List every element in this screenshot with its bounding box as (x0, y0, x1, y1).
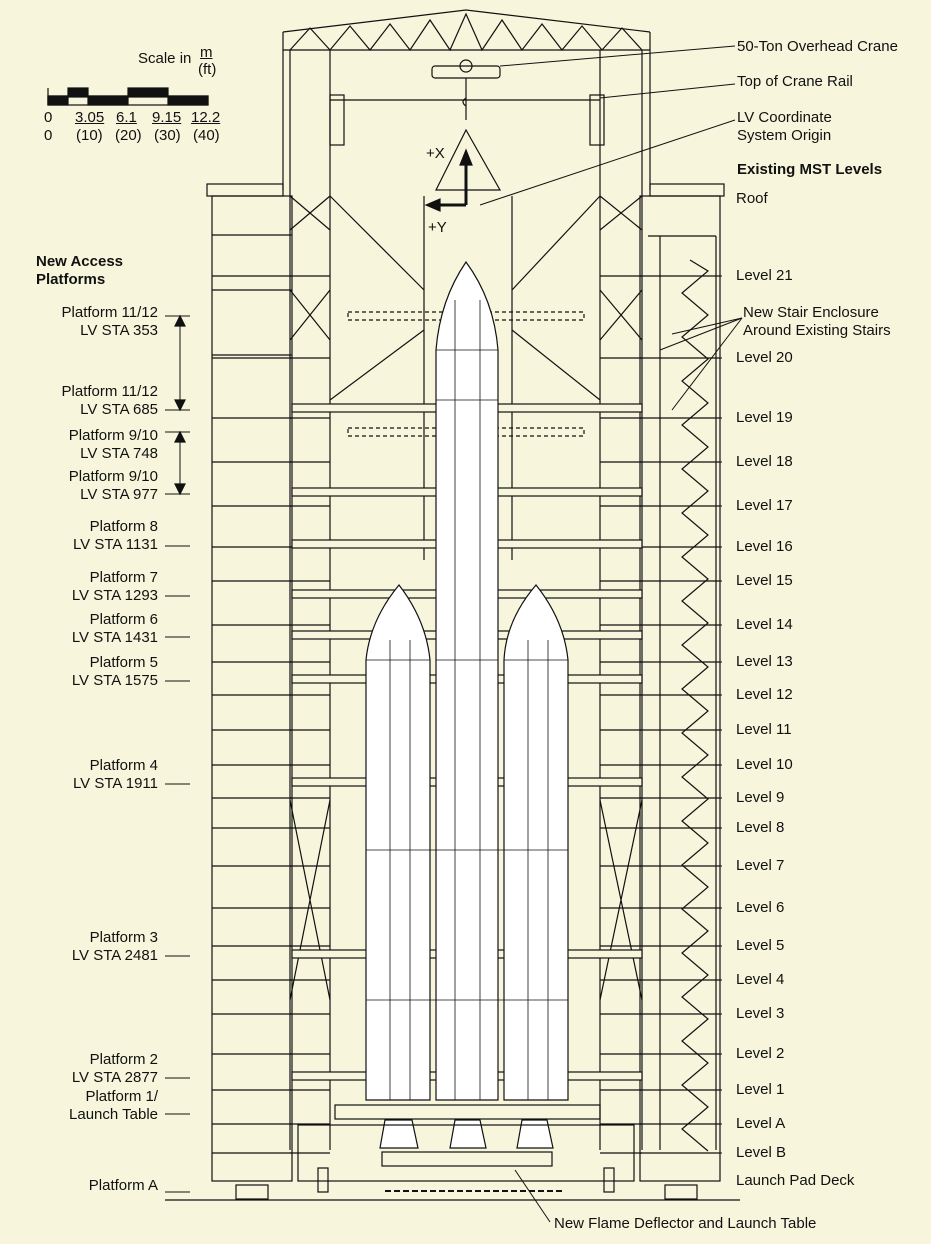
mst-level-label: Level 13 (736, 653, 793, 670)
platform-station: LV STA 2481 (71, 947, 158, 964)
platform-station: LV STA 1431 (71, 629, 158, 646)
platform-station: LV STA 685 (80, 401, 158, 418)
mst-level-label: Level 10 (736, 756, 793, 773)
access-platform-upper (347, 311, 585, 321)
scale-unit-m: m (200, 44, 213, 61)
mst-level-label: Level 1 (736, 1081, 785, 1098)
axis-x-label: +X (426, 145, 445, 162)
mst-level-label: Launch Pad Deck (736, 1172, 855, 1189)
mst-level-label: Level 17 (736, 497, 793, 514)
mst-level-label: Level 5 (736, 937, 785, 954)
platform-station: LV STA 353 (80, 322, 158, 339)
scale-m-tick: 3.05 (75, 109, 105, 126)
mst-level-label: Level A (736, 1115, 786, 1132)
callout-crane-rail: Top of Crane Rail (737, 73, 853, 90)
mst-level-label: Level 15 (736, 572, 793, 589)
mst-level-label: Level 14 (736, 616, 793, 633)
mst-level-label: Roof (736, 190, 768, 207)
left-tower (211, 195, 293, 1182)
left-heading-2: Platforms (36, 271, 106, 288)
right-heading: Existing MST Levels (737, 161, 883, 178)
left-heading-1: New Access (36, 253, 123, 270)
callout-lv-origin-2: System Origin (737, 127, 832, 144)
platform-name: Platform 1/ (85, 1088, 158, 1105)
scale-m-tick: 6.1 (116, 109, 137, 126)
launch-vehicle (365, 260, 569, 1101)
callout-crane: 50-Ton Overhead Crane (737, 38, 898, 55)
scale-m-tick: 12.2 (191, 109, 221, 126)
mst-level-label: Level B (736, 1144, 787, 1161)
platform-name: Platform 4 (89, 757, 158, 774)
platform-name: Platform 8 (89, 518, 158, 535)
roof-truss (282, 9, 651, 33)
scale-unit-ft: (ft) (198, 61, 217, 78)
scale-ft-tick: (10) (76, 127, 103, 144)
platform-station: LV STA 1911 (72, 775, 158, 792)
platform-name: Platform 2 (89, 1051, 158, 1068)
leader-lines (179, 45, 743, 1223)
platform-station: Launch Table (69, 1106, 158, 1123)
mst-level-label: Level 3 (736, 1005, 785, 1022)
platform-station: LV STA 1575 (71, 672, 158, 689)
scale-ft-tick: (30) (154, 127, 181, 144)
mst-level-label: Level 8 (736, 819, 785, 836)
stair-enclosure (681, 259, 710, 1152)
axis-y-label: +Y (428, 219, 447, 236)
mst-level-label: Level 16 (736, 538, 793, 555)
platform-name: Platform 11/12 (61, 383, 158, 400)
mst-level-label: Level 7 (736, 857, 785, 874)
platform-name: Platform 9/10 (68, 427, 158, 444)
callout-flame-deflector: New Flame Deflector and Launch Table (554, 1215, 817, 1232)
platform-station: LV STA 977 (80, 486, 158, 503)
mst-level-label: Level 21 (736, 267, 793, 284)
mst-level-label: Level 20 (736, 349, 793, 366)
callout-stair-2: Around Existing Stairs (743, 322, 891, 339)
scale-ft-tick: (40) (193, 127, 220, 144)
scale-m-tick: 9.15 (152, 109, 182, 126)
platform-name: Platform 9/10 (68, 468, 158, 485)
mst-level-label: Level 11 (736, 721, 792, 738)
mst-level-label: Level 9 (736, 789, 785, 806)
platform-name: Platform A (88, 1177, 158, 1194)
platform-name: Platform 6 (89, 611, 158, 628)
launch-table (334, 1104, 601, 1120)
scale-label: Scale in (138, 50, 192, 67)
platform-name: Platform 5 (89, 654, 158, 671)
scale-ft-tick: (20) (115, 127, 142, 144)
scale-ft-tick: 0 (44, 127, 53, 144)
scale-m-tick: 0 (44, 109, 53, 126)
platform-name: Platform 7 (89, 569, 158, 586)
callout-lv-origin-1: LV Coordinate (737, 109, 832, 126)
hook-triangle (435, 128, 502, 191)
mst-level-label: Level 19 (736, 409, 793, 426)
mst-level-label: Level 4 (736, 971, 785, 988)
platform-name: Platform 3 (89, 929, 158, 946)
callout-stair-1: New Stair Enclosure (743, 304, 879, 321)
platform-station: LV STA 1131 (72, 536, 158, 553)
scale-bar (47, 87, 209, 106)
platform-station: LV STA 1293 (71, 587, 158, 604)
platform-name: Platform 11/12 (61, 304, 158, 321)
platform-station: LV STA 748 (80, 445, 158, 462)
platform-station: LV STA 2877 (71, 1069, 158, 1086)
mst-level-label: Level 6 (736, 899, 785, 916)
access-platform-upper (347, 427, 585, 437)
mst-level-label: Level 12 (736, 686, 793, 703)
right-tower (639, 195, 721, 1182)
mst-level-label: Level 18 (736, 453, 793, 470)
mst-level-label: Level 2 (736, 1045, 785, 1062)
